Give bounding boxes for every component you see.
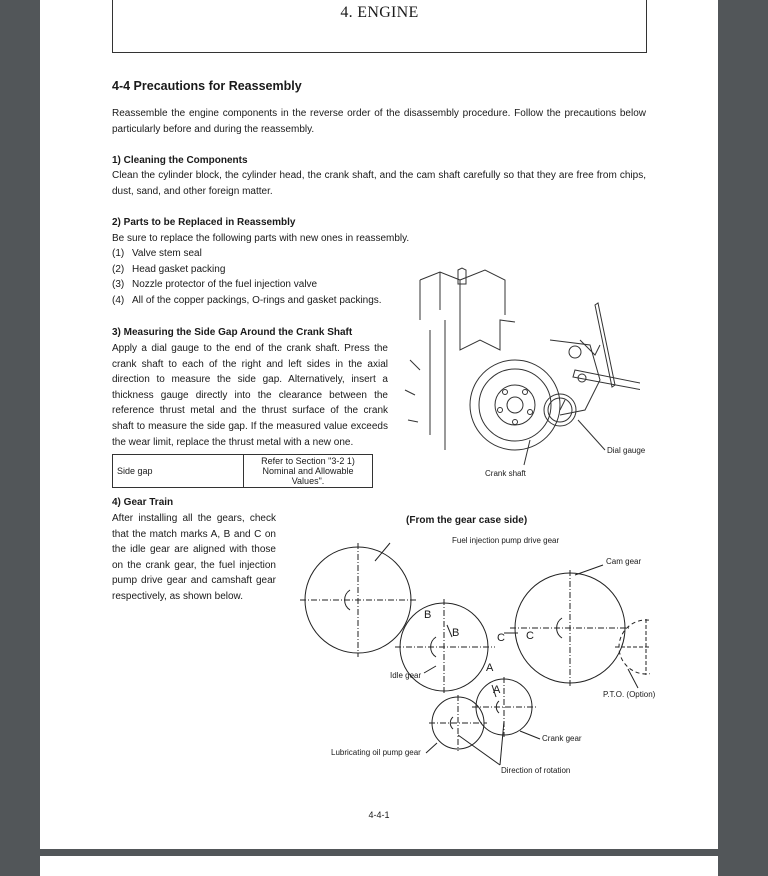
s2-text: Be sure to replace the following parts w… <box>112 233 410 244</box>
s2-title: 2) Parts to be Replaced in Reassembly <box>112 217 296 228</box>
list-item: (2)Head gasket packing <box>112 263 226 275</box>
lube-pump-gear-label: Lubricating oil pump gear <box>331 748 421 757</box>
s4-text: After installing all the gears, check th… <box>112 513 276 602</box>
list-item: (4)All of the copper packings, O-rings a… <box>112 294 382 306</box>
section-intro: Reassemble the engine components in the … <box>112 108 646 135</box>
dial-gauge-illustration <box>404 267 640 466</box>
list-item: (3)Nozzle protector of the fuel injectio… <box>112 279 318 291</box>
mark-c-right: C <box>526 630 534 642</box>
list-item: (1)Valve stem seal <box>112 248 202 259</box>
mark-a-upper: A <box>486 662 494 674</box>
mark-b-lower: B <box>452 627 460 639</box>
s1-text: Clean the cylinder block, the cylinder h… <box>112 170 646 197</box>
document-page: 4. ENGINE 4-4 Precautions for Reassembly… <box>40 0 718 849</box>
side-gap-label: Side gap <box>112 454 244 488</box>
next-page-edge <box>40 856 718 876</box>
dial-gauge-label: Dial gauge <box>607 446 646 455</box>
s1-title: 1) Cleaning the Components <box>112 155 248 166</box>
idle-gear-label: Idle gear <box>390 671 422 680</box>
cam-gear-label: Cam gear <box>606 557 642 566</box>
mark-c-left: C <box>497 632 505 644</box>
section-title: 4-4 Precautions for Reassembly <box>112 79 302 93</box>
page-number: 4-4-1 <box>368 810 390 820</box>
header-box: 4. ENGINE <box>112 0 647 53</box>
mark-a-lower: A <box>493 684 501 696</box>
diagram-caption: (From the gear case side) <box>406 515 528 526</box>
s3-text: Apply a dial gauge to the end of the cra… <box>112 343 388 448</box>
gear-train-diagram <box>300 542 650 766</box>
s3-title: 3) Measuring the Side Gap Around the Cra… <box>112 327 353 338</box>
chapter-title: 4. ENGINE <box>340 4 419 21</box>
crank-gear-label: Crank gear <box>542 734 582 743</box>
replace-parts-list: (1)Valve stem seal (2)Head gasket packin… <box>112 246 382 308</box>
s4-title: 4) Gear Train <box>112 497 174 508</box>
fuel-pump-gear-label: Fuel injection pump drive gear <box>452 536 560 545</box>
pto-label: P.T.O. (Option) <box>603 690 656 699</box>
mark-b-upper: B <box>424 609 432 621</box>
side-gap-value: Refer to Section "3-2 1) Nominal and All… <box>243 454 373 488</box>
side-gap-table: Side gap Refer to Section "3-2 1) Nomina… <box>112 454 373 488</box>
crank-shaft-label: Crank shaft <box>485 469 526 478</box>
direction-of-rotation-label: Direction of rotation <box>501 766 571 775</box>
